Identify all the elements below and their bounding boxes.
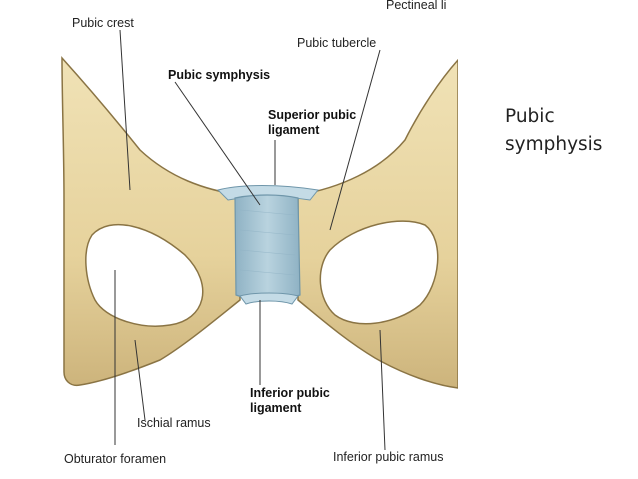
symphysis-disc xyxy=(234,194,301,301)
label-obturator-foramen: Obturator foramen xyxy=(64,452,167,466)
label-pubic-tubercle: Pubic tubercle xyxy=(297,36,377,50)
label-inferior-pubic-ramus: Inferior pubic ramus xyxy=(333,450,444,464)
label-pectineal-line: Pectineal li xyxy=(386,0,447,12)
label-superior-pubic-ligament: Superior pubic ligament xyxy=(268,108,357,137)
label-pubic-symphysis: Pubic symphysis xyxy=(168,68,271,82)
slide-title: Pubic symphysis xyxy=(505,106,603,155)
pelvis-illustration xyxy=(61,29,458,451)
inferior-pubic-ligament xyxy=(239,292,299,305)
leader-lines xyxy=(114,29,386,451)
disc-texture xyxy=(239,209,296,276)
label-pubic-crest: Pubic crest xyxy=(72,16,134,30)
right-obturator-foramen xyxy=(319,220,439,325)
label-inferior-pubic-ligament: Inferior pubic ligament xyxy=(250,386,330,415)
left-hip-bone xyxy=(61,56,241,387)
pelvis-diagram: Pubic crest Pectineal li Pubic tubercle … xyxy=(61,0,458,466)
label-ischial-ramus: Ischial ramus xyxy=(137,416,211,430)
